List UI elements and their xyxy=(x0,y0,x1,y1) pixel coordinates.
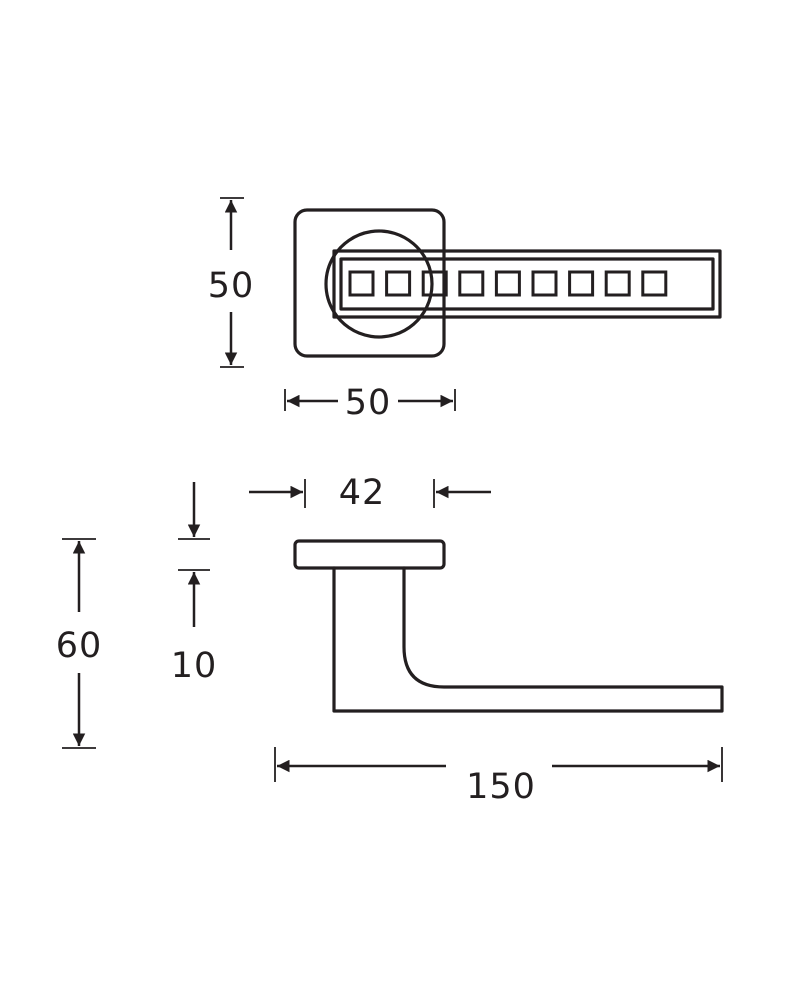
rose-thickness-label: 10 xyxy=(171,646,218,686)
side-view: 42 10 60 150 xyxy=(56,473,724,807)
lever-inlay-frame xyxy=(339,257,715,311)
square-inlay xyxy=(568,270,595,297)
square-inlays xyxy=(348,270,668,297)
side-height-label: 60 xyxy=(56,626,103,666)
top-width-label: 50 xyxy=(345,383,392,423)
lever-top-outline xyxy=(332,249,722,319)
lever-length-label: 150 xyxy=(466,767,536,807)
square-inlay xyxy=(385,270,412,297)
square-inlay xyxy=(458,270,485,297)
square-inlay xyxy=(641,270,668,297)
square-inlay xyxy=(348,270,375,297)
top-view: 50 50 xyxy=(208,197,722,423)
square-rose-outline xyxy=(293,208,446,358)
square-inlay xyxy=(494,270,521,297)
round-hub-left-arc xyxy=(324,254,336,314)
square-inlay xyxy=(421,270,448,297)
square-inlay xyxy=(531,270,558,297)
round-hub-outline xyxy=(332,229,434,339)
square-inlay xyxy=(604,270,631,297)
rose-plate-outline xyxy=(293,539,446,570)
rose-width-label: 42 xyxy=(339,473,386,513)
lever-side-outline xyxy=(332,566,724,713)
top-height-label: 50 xyxy=(208,266,255,306)
